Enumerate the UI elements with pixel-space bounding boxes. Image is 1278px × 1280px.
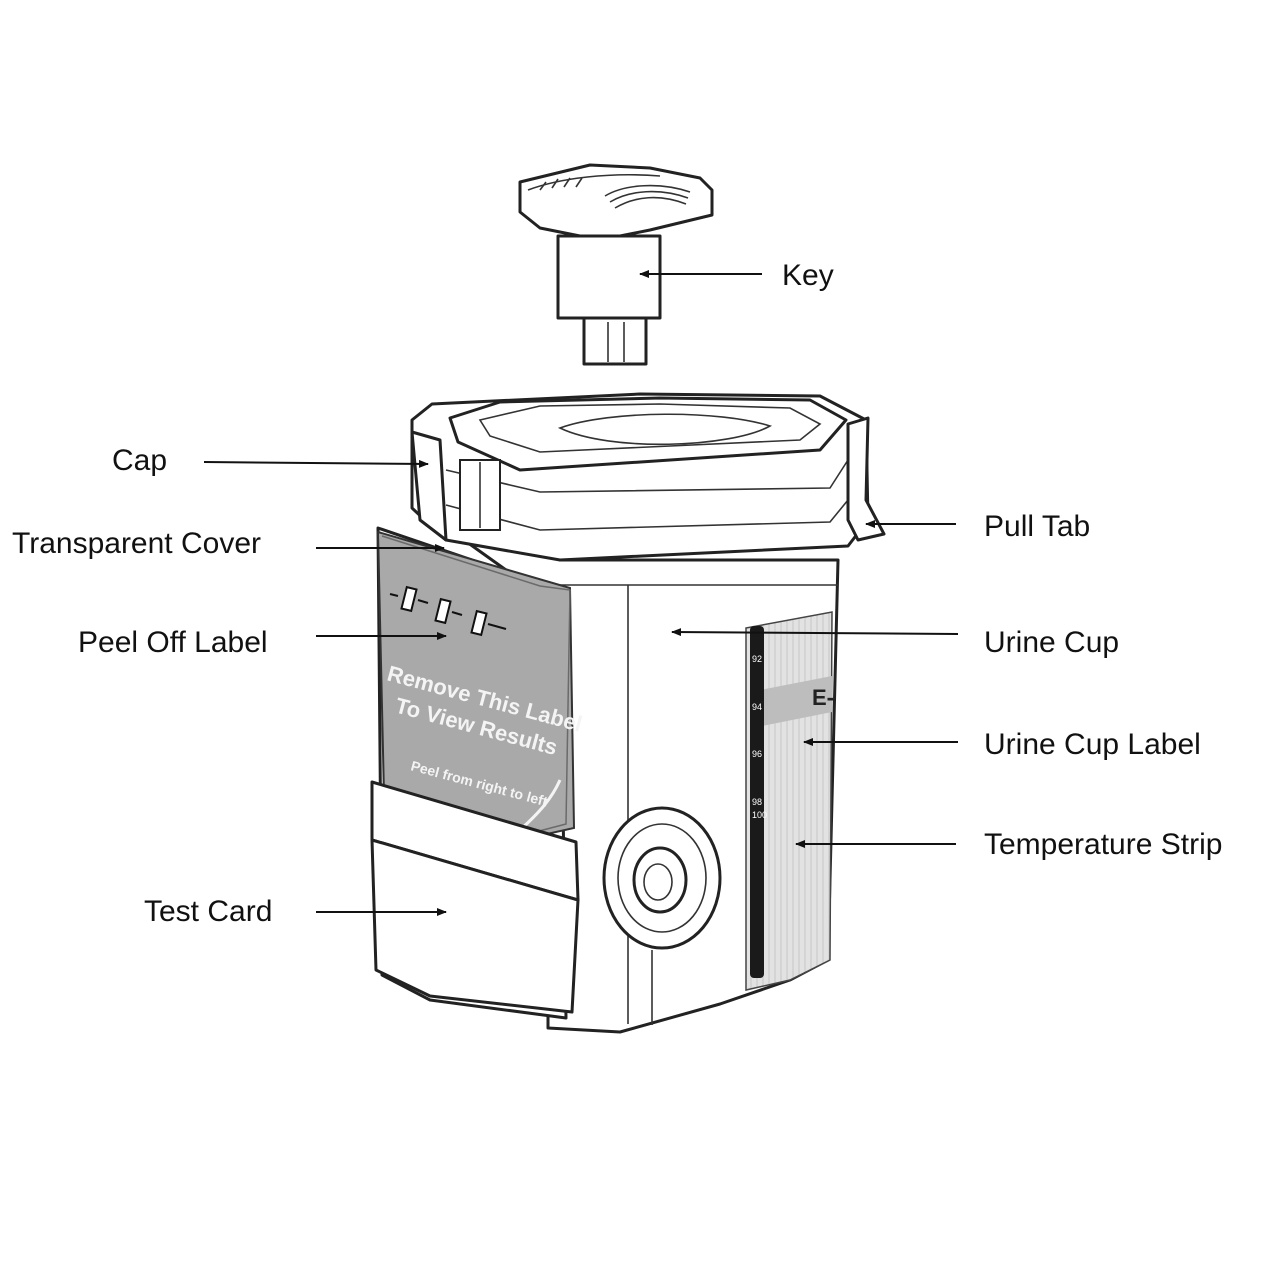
svg-text:92: 92 <box>752 654 762 664</box>
callout-pull-tab: Pull Tab <box>984 510 1090 543</box>
callout-key: Key <box>782 259 834 292</box>
key-grip-ridges <box>539 177 691 209</box>
svg-text:100: 100 <box>752 810 767 820</box>
svg-text:E-: E- <box>812 685 834 710</box>
temperature-strip: 92 94 96 98 100 <box>750 626 767 978</box>
peel-off-label: Remove This Label To View Results Peel f… <box>376 530 585 842</box>
svg-text:96: 96 <box>752 749 762 759</box>
callout-temperature-strip: Temperature Strip <box>984 828 1222 861</box>
callout-labels: Key Cap Transparent Cover Peel Off Label… <box>12 259 1222 928</box>
drug-window-markers <box>389 585 507 637</box>
svg-text:94: 94 <box>752 702 762 712</box>
callout-urine-cup-label: Urine Cup Label <box>984 728 1201 761</box>
callout-test-card: Test Card <box>144 895 272 928</box>
key-illustration <box>518 163 714 366</box>
callout-urine-cup: Urine Cup <box>984 626 1119 659</box>
cap-leader <box>203 459 429 468</box>
cap-illustration <box>410 392 886 562</box>
svg-text:98: 98 <box>752 797 762 807</box>
urine-cup-leader <box>671 628 959 637</box>
callout-transparent-cover: Transparent Cover <box>12 527 261 560</box>
urine-cup-label: E- <box>745 611 834 991</box>
urine-cup-body <box>434 518 840 1034</box>
drain-port <box>602 806 722 950</box>
callout-cap: Cap <box>112 444 167 477</box>
callout-peel-off-label: Peel Off Label <box>78 626 268 659</box>
test-card-band <box>370 780 580 1014</box>
leader-lines <box>203 270 959 916</box>
